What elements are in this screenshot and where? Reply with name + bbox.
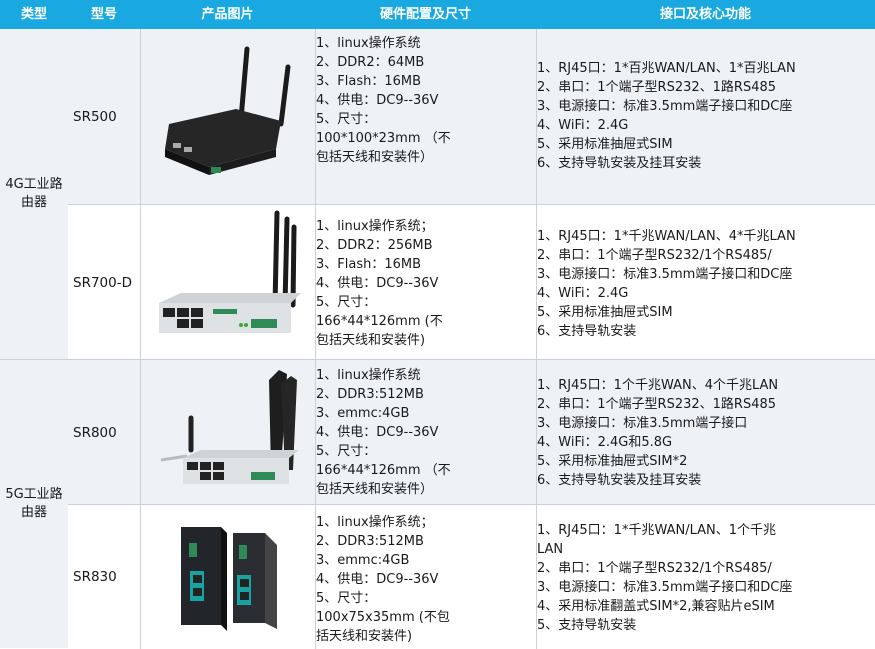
- hardware-line: 包括天线和安装件）: [316, 482, 434, 497]
- hardware-cell: 1、linux操作系统； 2、DDR2：256MB 3、Flash：16MB 4…: [315, 205, 536, 360]
- hardware-line: 2、DDR2：64MB: [316, 55, 425, 70]
- feature-line: 5、支持导轨安装: [537, 618, 637, 633]
- hardware-line: 166*44*126mm （不: [316, 463, 451, 478]
- hardware-line: 4、供电：DC9--36V: [316, 93, 439, 108]
- features-cell: 1、RJ45口：1个千兆WAN、4个千兆LAN 2、串口：1个端子型RS232、…: [536, 360, 875, 505]
- model-cell: SR500: [68, 29, 140, 204]
- product-image: [140, 360, 316, 505]
- hardware-line: 1、linux操作系统: [316, 368, 421, 383]
- group-5g-label-line1: 5G工业路: [5, 487, 63, 502]
- model-cell: SR800: [68, 360, 140, 505]
- hardware-line: 5、尺寸：: [316, 112, 377, 127]
- hardware-line: 3、emmc:4GB: [316, 406, 410, 421]
- features-cell: 1、RJ45口：1*千兆WAN/LAN、1个千兆 LAN 2、串口：1个端子型R…: [536, 505, 875, 649]
- feature-line: 4、WiFi：2.4G和5.8G: [537, 435, 673, 450]
- feature-line: 6、支持导轨安装: [537, 324, 637, 339]
- table-row: SR830 1、linux操作系统； 2、DDR3:512MB 3、emmc:4…: [68, 504, 875, 649]
- header-type: 类型: [20, 7, 47, 22]
- hardware-line: 包括天线和安装件): [316, 333, 426, 348]
- hardware-line: 1、linux操作系统: [316, 36, 421, 51]
- hardware-line: 1、linux操作系统；: [316, 515, 434, 530]
- group-4g: 4G工业路 由器: [0, 29, 68, 359]
- hardware-line: 100x75x35mm (不包: [316, 610, 450, 625]
- hardware-line: 4、供电：DC9--36V: [316, 276, 439, 291]
- header-image: 产品图片: [201, 7, 254, 22]
- hardware-line: 3、Flash：16MB: [316, 74, 422, 89]
- feature-line: 5、采用标准抽屉式SIM: [537, 137, 673, 152]
- group-5g-label-line2: 由器: [20, 505, 47, 520]
- feature-line: 5、采用标准抽屉式SIM: [537, 305, 673, 320]
- product-image: [140, 205, 316, 360]
- model-cell: SR700-D: [73, 274, 132, 291]
- table-row: SR700-D 1、linux操作系统； 2、DDR2：256MB 3、Flas…: [68, 204, 875, 360]
- hardware-line: 2、DDR3:512MB: [316, 534, 424, 549]
- hardware-line: 5、尺寸：: [316, 591, 377, 606]
- feature-line: 1、RJ45口：1*百兆WAN/LAN、1*百兆LAN: [537, 61, 796, 76]
- hardware-line: 1、linux操作系统；: [316, 219, 434, 234]
- feature-line: LAN: [537, 542, 564, 557]
- feature-line: 6、支持导轨安装及挂耳安装: [537, 473, 702, 488]
- table-row: SR800 1、linux操作系统 2、DDR3:512MB 3、emmc:4G…: [68, 359, 875, 505]
- feature-line: 3、电源接口：标准3.5mm端子接口和DC座: [537, 580, 793, 595]
- header-features: 接口及核心功能: [659, 7, 751, 22]
- hardware-cell: 1、linux操作系统 2、DDR3:512MB 3、emmc:4GB 4、供电…: [315, 360, 536, 505]
- group-4g-label-line2: 由器: [20, 195, 47, 210]
- header-hardware: 硬件配置及尺寸: [379, 7, 471, 22]
- feature-line: 2、串口：1个端子型RS232、1路RS485: [537, 80, 777, 95]
- hardware-line: 5、尺寸：: [316, 295, 377, 310]
- hardware-line: 166*44*126mm (不: [316, 314, 443, 329]
- hardware-line: 100*100*23mm （不: [316, 131, 451, 146]
- header-model: 型号: [90, 7, 117, 22]
- hardware-line: 5、尺寸：: [316, 444, 377, 459]
- product-image: [140, 29, 316, 204]
- hardware-line: 包括天线和安装件）: [316, 150, 434, 165]
- feature-line: 4、WiFi：2.4G: [537, 286, 629, 301]
- hardware-line: 4、供电：DC9--36V: [316, 425, 439, 440]
- table-header: 类型 型号 产品图片 硬件配置及尺寸 接口及核心功能: [0, 0, 875, 29]
- feature-line: 3、电源接口：标准3.5mm端子接口: [537, 416, 748, 431]
- features-cell: 1、RJ45口：1*千兆WAN/LAN、4*千兆LAN 2、串口：1个端子型RS…: [536, 205, 875, 360]
- feature-line: 1、RJ45口：1个千兆WAN、4个千兆LAN: [537, 378, 779, 393]
- hardware-line: 2、DDR3:512MB: [316, 387, 424, 402]
- hardware-line: 3、Flash：16MB: [316, 257, 422, 272]
- hardware-line: 4、供电：DC9--36V: [316, 572, 439, 587]
- product-image: [140, 505, 316, 649]
- hardware-cell: 1、linux操作系统； 2、DDR3:512MB 3、emmc:4GB 4、供…: [315, 505, 536, 649]
- hardware-cell: 1、linux操作系统 2、DDR2：64MB 3、Flash：16MB 4、供…: [315, 29, 536, 204]
- model-cell: SR830: [73, 569, 117, 585]
- feature-line: 2、串口：1个端子型RS232、1路RS485: [537, 397, 777, 412]
- group-4g-label-line1: 4G工业路: [5, 177, 63, 192]
- features-cell: 1、RJ45口：1*百兆WAN/LAN、1*百兆LAN 2、串口：1个端子型RS…: [536, 29, 875, 204]
- feature-line: 2、串口：1个端子型RS232/1个RS485/: [537, 561, 772, 576]
- feature-line: 3、电源接口：标准3.5mm端子接口和DC座: [537, 267, 793, 282]
- feature-line: 4、WiFi：2.4G: [537, 118, 629, 133]
- feature-line: 2、串口：1个端子型RS232/1个RS485/: [537, 248, 772, 263]
- feature-line: 1、RJ45口：1*千兆WAN/LAN、1个千兆: [537, 523, 777, 538]
- feature-line: 4、采用标准翻盖式SIM*2,兼容贴片eSIM: [537, 599, 775, 614]
- group-5g: 5G工业路 由器: [0, 359, 68, 648]
- hardware-line: 3、emmc:4GB: [316, 553, 410, 568]
- table-row: SR500 1、linux操作系统 2、DDR2：64MB 3、Flash：16…: [68, 29, 875, 204]
- feature-line: 3、电源接口：标准3.5mm端子接口和DC座: [537, 99, 793, 114]
- feature-line: 1、RJ45口：1*千兆WAN/LAN、4*千兆LAN: [537, 229, 796, 244]
- feature-line: 5、采用标准抽屉式SIM*2: [537, 454, 688, 469]
- hardware-line: 2、DDR2：256MB: [316, 238, 433, 253]
- hardware-line: 括天线和安装件): [316, 629, 413, 644]
- feature-line: 6、支持导轨安装及挂耳安装: [537, 156, 702, 171]
